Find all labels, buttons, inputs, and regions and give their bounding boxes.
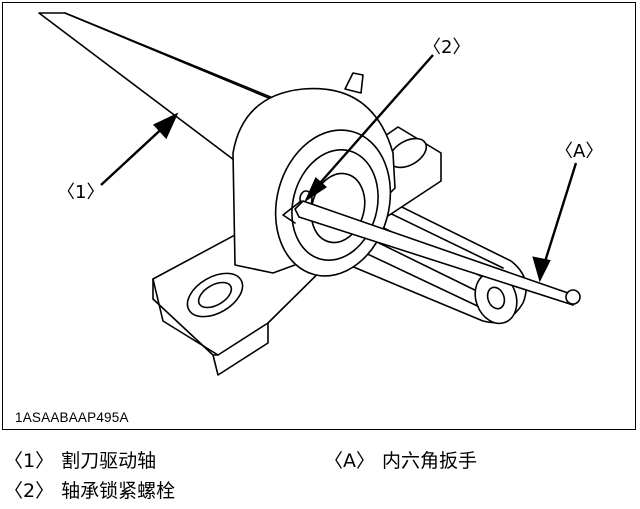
leader-line-1 (100, 122, 169, 186)
legend-label-2: 轴承锁紧螺栓 (61, 480, 176, 502)
callout-1: 〈1〉 (57, 182, 105, 203)
arrowhead-1 (153, 112, 179, 140)
figure-id: 1ASAABAAP495A (15, 410, 129, 425)
technical-illustration (38, 12, 581, 376)
legend-item-2: 〈2〉轴承锁紧螺栓 (4, 482, 175, 501)
legend-key-1: 〈1〉 (4, 450, 55, 472)
figure-frame: 〈1〉 〈2〉 〈A〉 1ASAABAAP495A (2, 2, 636, 430)
arrowhead-2 (304, 177, 327, 203)
leader-line-2 (312, 54, 434, 192)
legend-item-1: 〈1〉割刀驱动轴 (4, 452, 156, 471)
hex-wrench-short-arm (282, 200, 302, 224)
callout-a: 〈A〉 (555, 141, 604, 162)
base-plate-thickness (152, 278, 269, 376)
callout-2: 〈2〉 (423, 37, 471, 58)
drive-shaft-edge (64, 12, 274, 99)
legend-key-2: 〈2〉 (4, 480, 55, 502)
hex-wrench-ball-end (565, 289, 581, 305)
leader-line-a (541, 162, 578, 269)
legend-label-a: 内六角扳手 (382, 450, 478, 472)
legend-item-a: 〈A〉内六角扳手 (324, 452, 477, 471)
legend-key-a: 〈A〉 (324, 450, 375, 472)
arrowhead-a (532, 256, 551, 283)
legend-label-1: 割刀驱动轴 (61, 450, 157, 472)
grease-nipple (344, 72, 364, 94)
shaft-end-hole (486, 286, 506, 310)
mount-hole-left-inner (197, 281, 233, 309)
